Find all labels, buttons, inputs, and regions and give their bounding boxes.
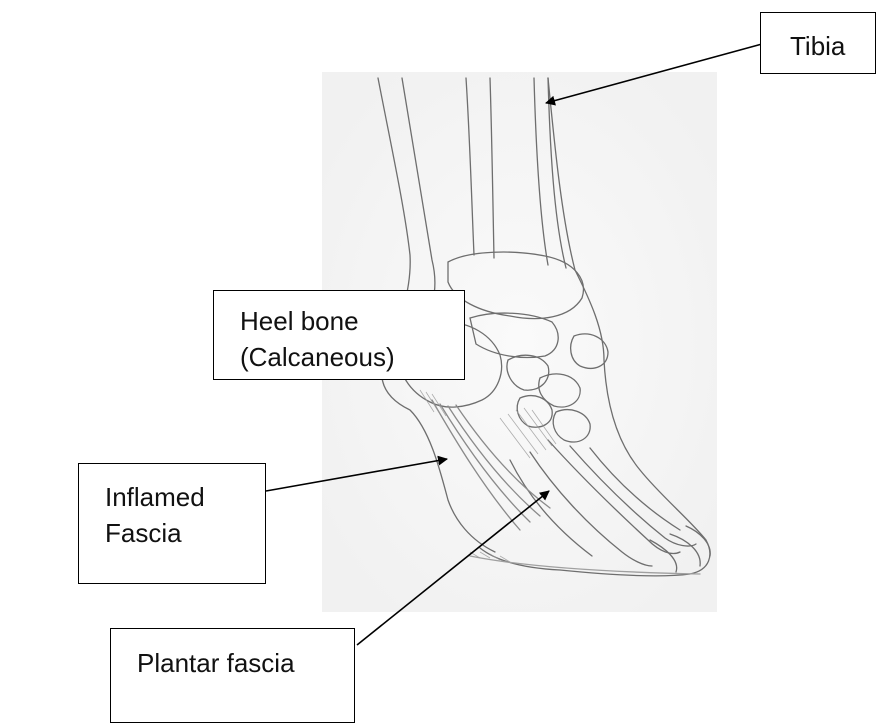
inflamed-fascia-label-line2: Fascia	[105, 515, 265, 551]
inflamed-fascia-label-box: Inflamed Fascia	[78, 463, 266, 584]
plantar-fascia-label-box: Plantar fascia	[110, 628, 355, 723]
plantar-fascia-label: Plantar fascia	[137, 645, 354, 681]
tibia-label-box: Tibia	[760, 12, 876, 74]
tibia-label: Tibia	[790, 28, 875, 64]
heel-bone-label-line1: Heel bone	[240, 303, 464, 339]
inflamed-fascia-label-line1: Inflamed	[105, 479, 265, 515]
heel-bone-label-box: Heel bone (Calcaneous)	[213, 290, 465, 380]
heel-bone-label-line2: (Calcaneous)	[240, 339, 464, 375]
